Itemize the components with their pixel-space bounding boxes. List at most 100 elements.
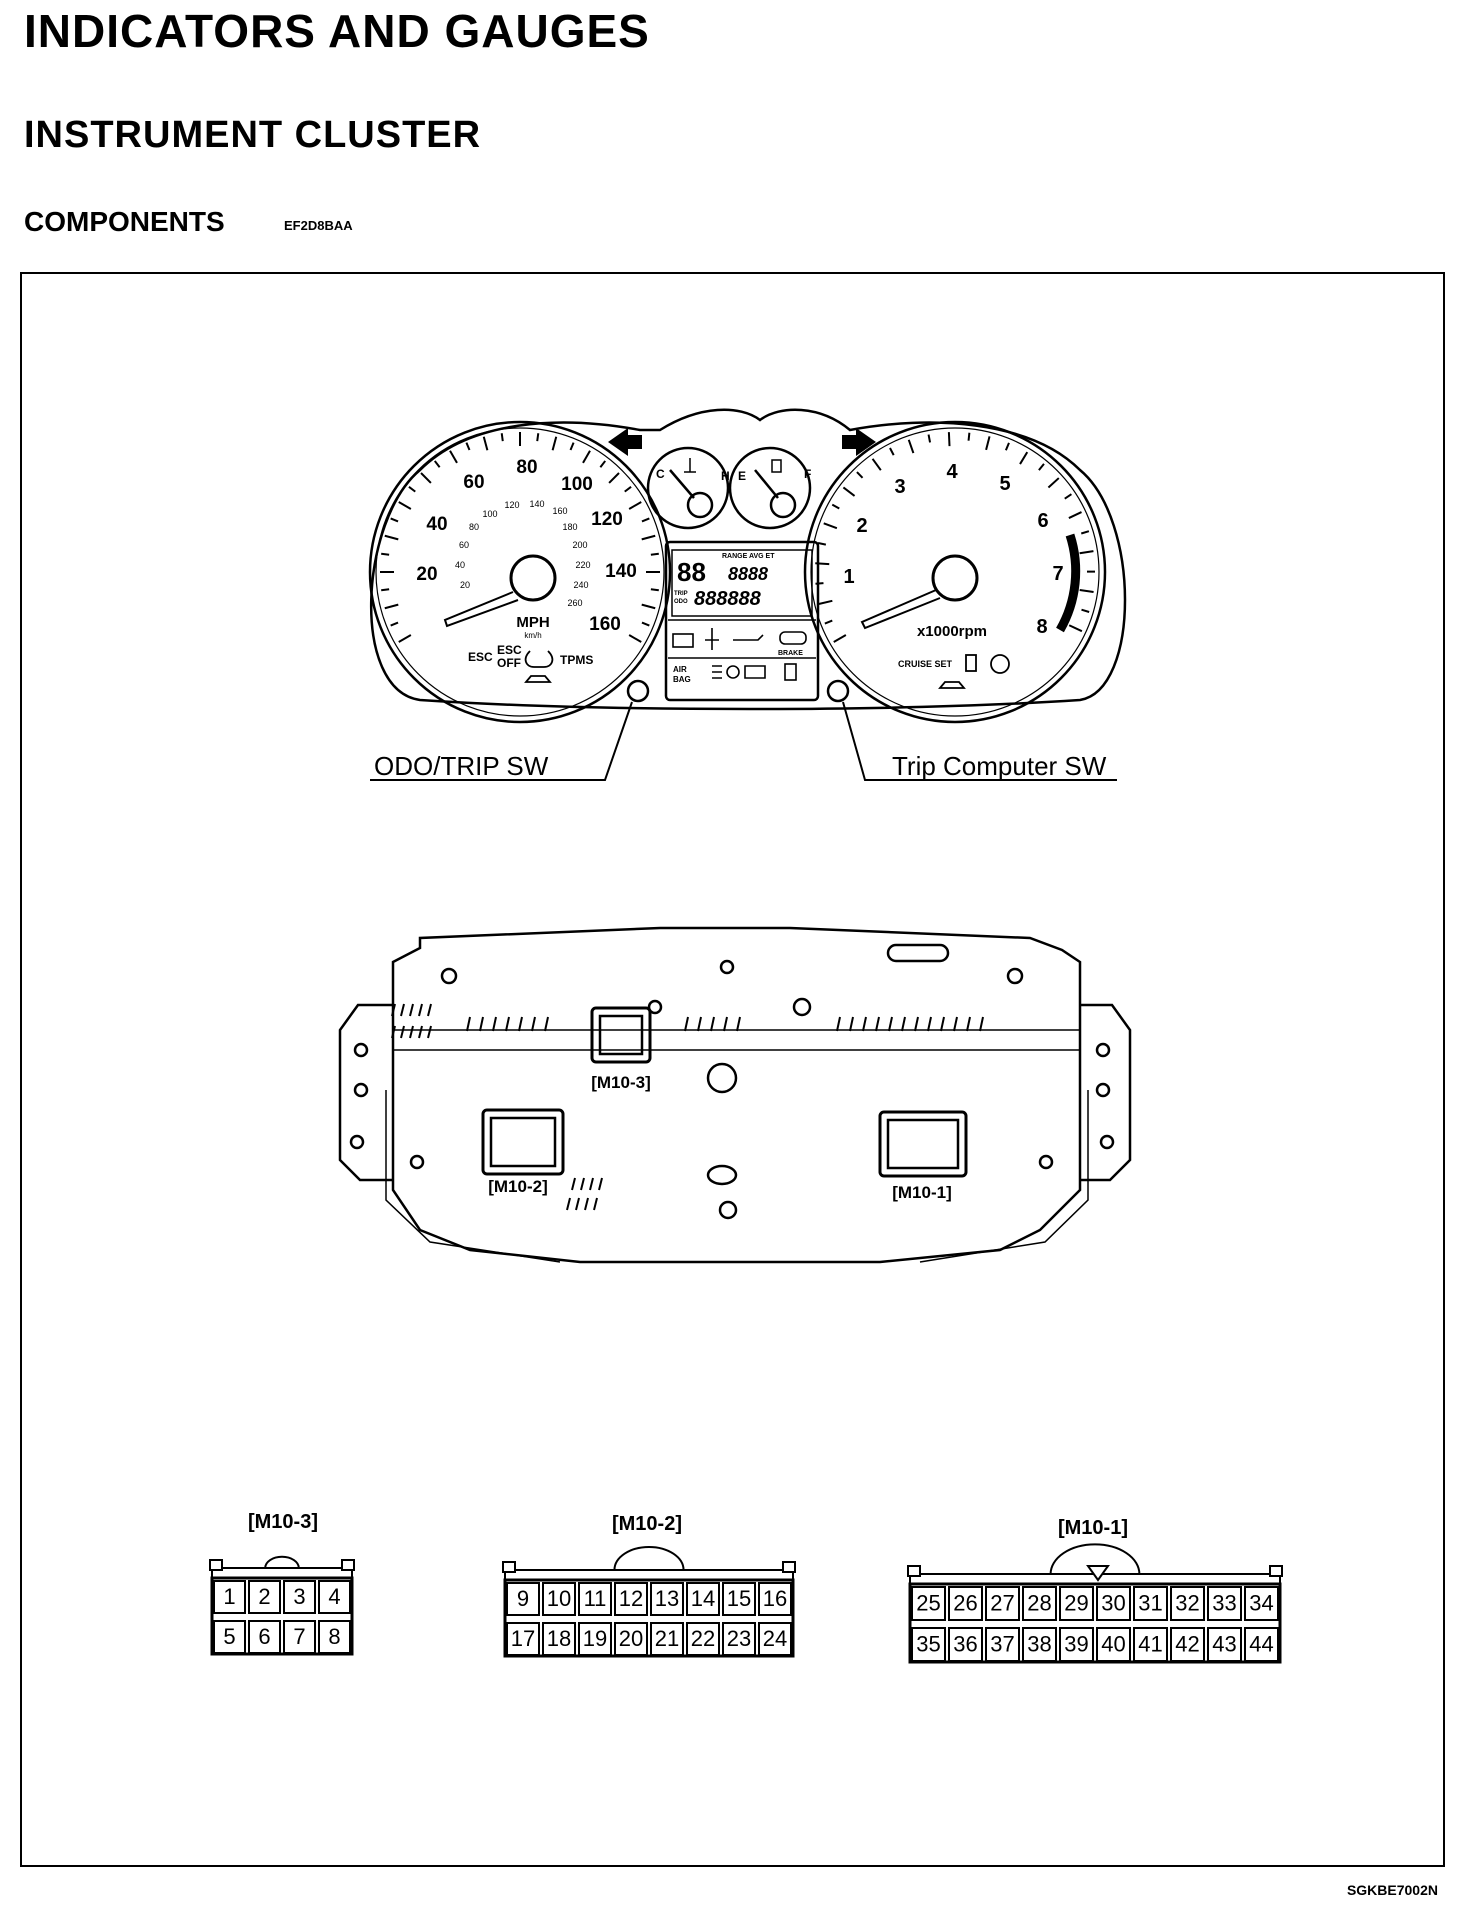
connector-pin-number: 4 (328, 1584, 340, 1609)
connector-pin-cell (318, 1620, 351, 1654)
kmh-260: 260 (567, 598, 582, 608)
speedo-num-140: 140 (605, 561, 637, 582)
connector-pin-number: 40 (1101, 1632, 1125, 1657)
connector-pin-cell (985, 1627, 1020, 1662)
tacho-num-6: 6 (1037, 510, 1048, 532)
gauge-tick (818, 599, 833, 605)
tacho-num-1: 1 (843, 566, 854, 588)
mini-gauge-letters: C H E F (656, 467, 811, 483)
gauge-tick (551, 436, 558, 451)
gauge-tick (420, 472, 432, 484)
connector-pin-cell (1207, 1586, 1242, 1621)
gauge-tick (582, 450, 591, 464)
connector-pin-number: 24 (763, 1626, 787, 1651)
rear-vent-slots (391, 1003, 984, 1211)
fuel-gauge (728, 446, 812, 530)
vent-slot (466, 1016, 471, 1032)
gauge-tick (433, 460, 441, 468)
connector-pin-cell (248, 1580, 281, 1614)
connector-pin-cell (506, 1622, 540, 1656)
connector-pin-cell (650, 1582, 684, 1616)
connector-pin-cell (283, 1620, 316, 1654)
seatbelt-icon (965, 654, 977, 672)
gauge-tick (1068, 511, 1082, 519)
gauge-tick (641, 517, 650, 523)
connector-pin-number: 19 (583, 1626, 607, 1651)
gauge-tick (817, 541, 827, 546)
gauge-tick (381, 588, 390, 592)
gauge-ticks (380, 432, 1096, 643)
speedometer-needle (443, 591, 519, 628)
connector-pin-number: 32 (1175, 1591, 1199, 1616)
connector-pin-number: 44 (1249, 1632, 1273, 1657)
gauge-tick (390, 517, 399, 523)
gauge-tick (927, 434, 932, 443)
temperature-icon (684, 458, 696, 473)
vent-slot (836, 1016, 841, 1032)
gauge-tick (384, 603, 399, 610)
vent-slot (580, 1177, 585, 1191)
vent-slot (518, 1016, 523, 1032)
vent-slot (505, 1016, 510, 1032)
connector-pin-cell (318, 1580, 351, 1614)
vent-slot (400, 1003, 405, 1017)
gauge-tick (500, 433, 504, 442)
gauge-tick (815, 582, 824, 585)
speedo-unit: MPH (516, 614, 549, 631)
kmh-120: 120 (504, 500, 519, 510)
gauge-tick (907, 439, 915, 454)
check-engine-icon (744, 665, 766, 679)
fog-lamp-icon (726, 665, 740, 679)
gauge-tick (947, 432, 951, 447)
connector-title-m10-1: [M10-1] (1058, 1517, 1128, 1539)
cluster-rear (338, 926, 1132, 1264)
odo-trip-sw-label: ODO/TRIP SW (374, 751, 549, 781)
rear-housing (391, 926, 1082, 1264)
turn-right-arrow-icon (842, 428, 876, 456)
connector-pin-number: 10 (547, 1586, 571, 1611)
rear-label-m10-3: [M10-3] (591, 1073, 651, 1092)
connector-pin-cell (686, 1622, 720, 1656)
tacho-icons (938, 654, 1010, 689)
connector-pin-number: 21 (655, 1626, 679, 1651)
gauge-tick (831, 503, 840, 510)
gauge-tick (628, 501, 642, 510)
vent-slot (940, 1016, 945, 1032)
gauge-tick (381, 552, 390, 556)
vent-slot (409, 1003, 414, 1017)
vent-slot (571, 1177, 576, 1191)
connector-pin-cell (1244, 1586, 1279, 1621)
brake-warning-icon (990, 654, 1010, 674)
connector-pin-cell (722, 1622, 756, 1656)
esc-off-label-2: OFF (497, 656, 521, 670)
fuel-lcd-icon (784, 663, 797, 681)
trip-computer-switch[interactable] (826, 679, 850, 703)
gauge-tick (1079, 550, 1094, 555)
tpms-label: TPMS (560, 653, 593, 667)
speedometer-hub (509, 554, 557, 602)
tachometer-needle (860, 589, 941, 630)
connector-key (613, 1546, 685, 1571)
kmh-100: 100 (482, 509, 497, 519)
connector-pin-cell (686, 1582, 720, 1616)
connector-pin-number: 8 (328, 1624, 340, 1649)
gauge-tick (985, 436, 991, 451)
speedo-num-100: 100 (561, 474, 593, 495)
connector-pin-number: 27 (990, 1591, 1014, 1616)
odo-trip-switch[interactable] (626, 679, 650, 703)
connector-pin-cell (1022, 1627, 1057, 1662)
speedometer-dial (368, 420, 672, 724)
gauge-tick (465, 442, 471, 451)
kmh-40: 40 (455, 560, 465, 570)
connector-latch (209, 1559, 223, 1571)
connector-latch (1269, 1565, 1283, 1577)
connector-pin-cell (911, 1627, 946, 1662)
gauge-tick (842, 486, 856, 497)
speedo-num-160: 160 (589, 614, 621, 635)
gauge-tick (824, 619, 833, 625)
vent-slot (566, 1197, 571, 1211)
connector-pin-cell (1022, 1586, 1057, 1621)
gauge-tick (608, 472, 620, 484)
connector-pin-number: 25 (916, 1591, 940, 1616)
